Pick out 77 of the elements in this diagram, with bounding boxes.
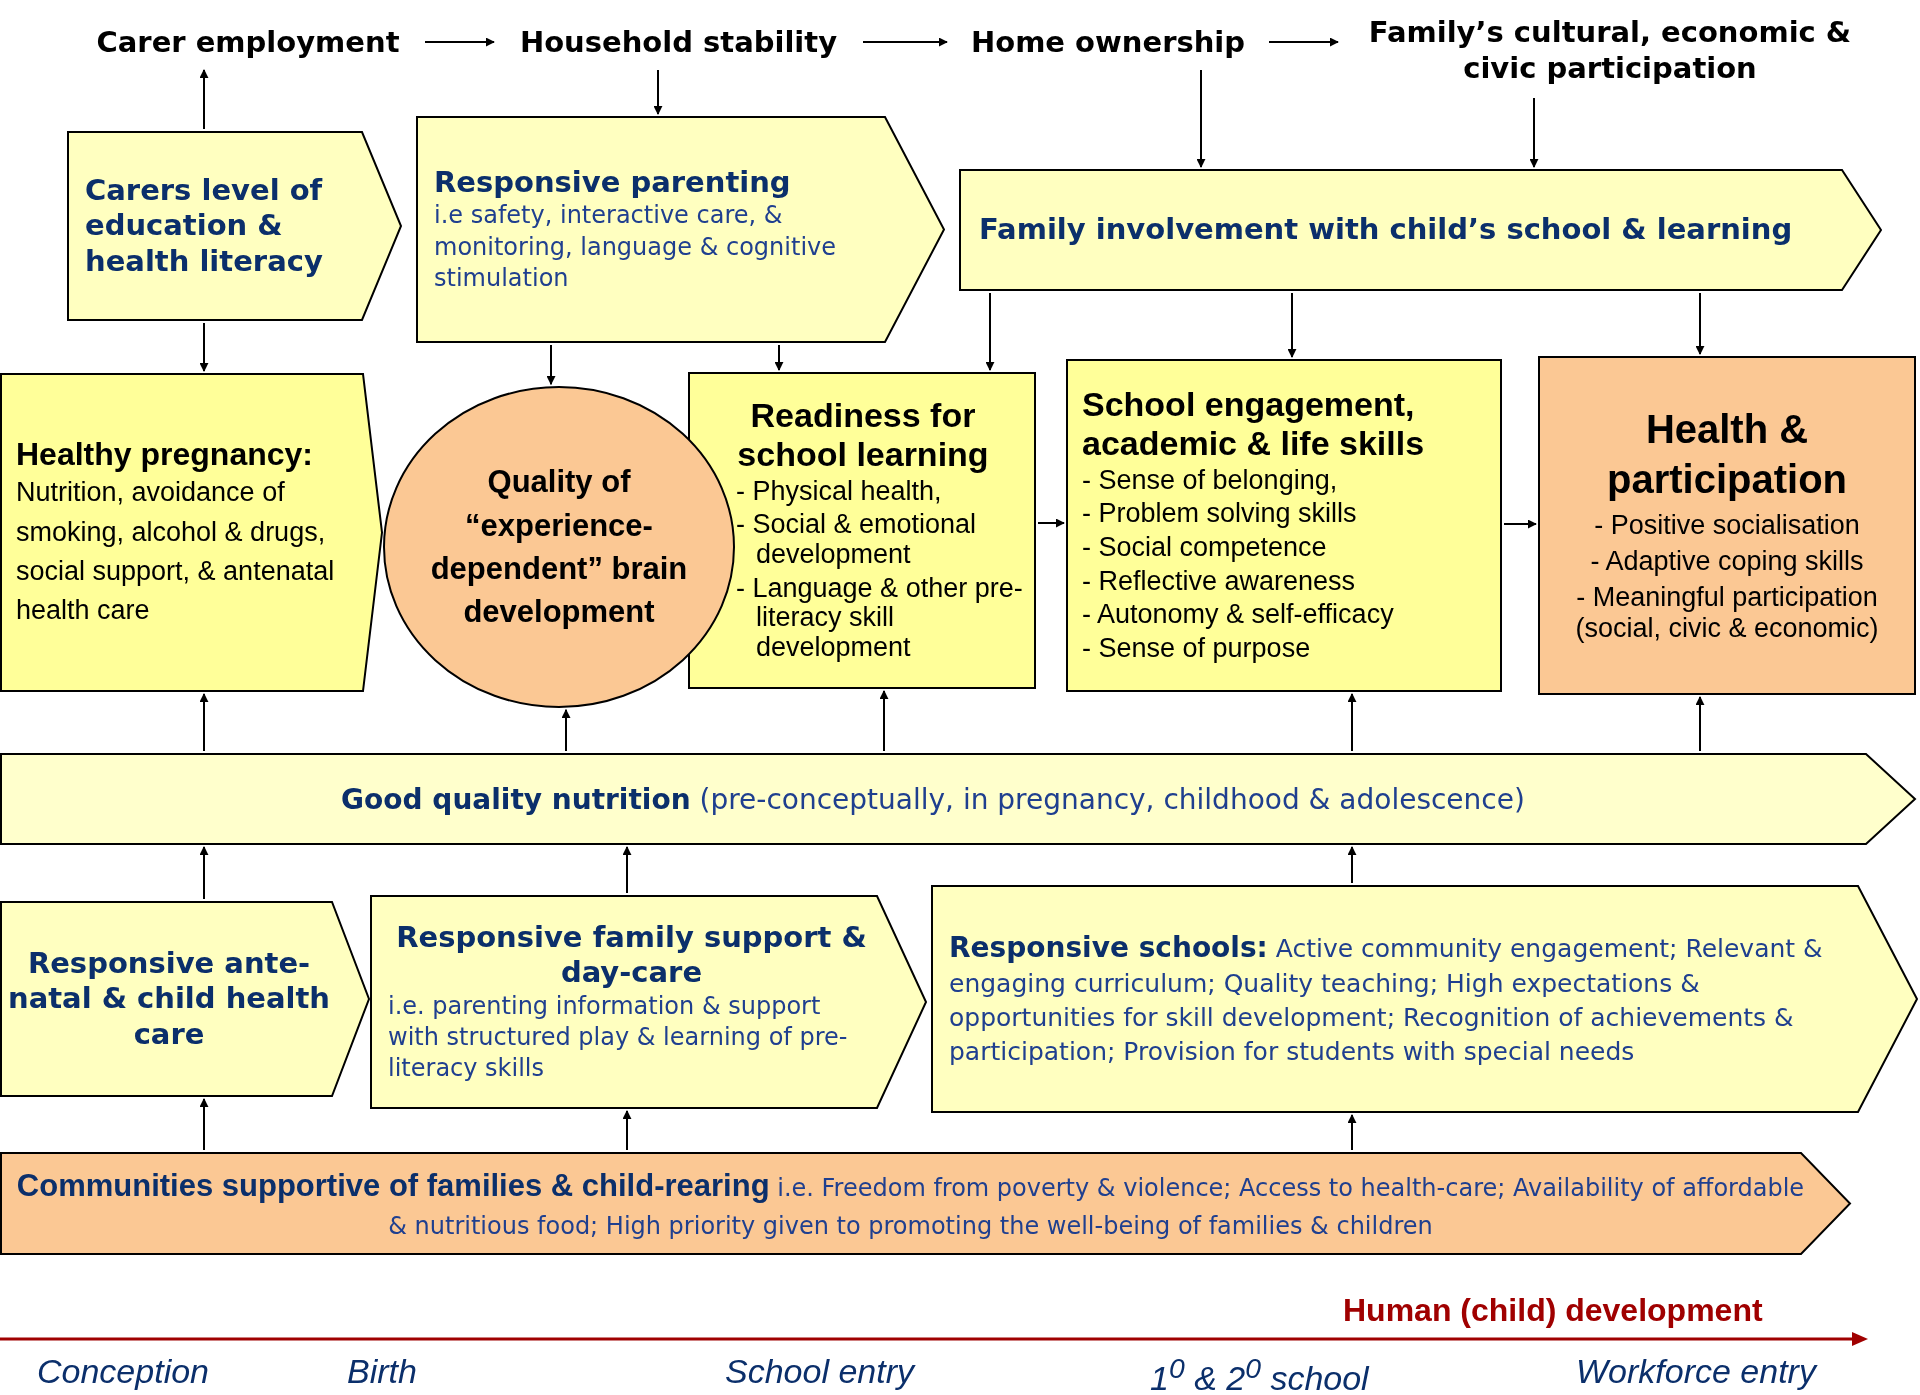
box-heading: Healthy pregnancy: — [16, 435, 314, 474]
arrow — [1695, 292, 1705, 355]
box-text: - Positive socialisation — [1593, 509, 1861, 542]
box-text: - Problem solving skills — [1082, 499, 1358, 529]
timeline-label: Workforce entry — [1576, 1352, 1816, 1391]
timeline-label: Conception — [37, 1352, 209, 1391]
arrow-shaped-box — [931, 885, 1918, 1113]
box-label: Responsive ante-natal & child health care — [8, 945, 330, 1053]
box-heading: Readiness for school learning — [736, 396, 990, 475]
arrow-shaped-box — [416, 116, 945, 343]
box-label: Responsive schools: Active community engagement; Relevant & engaging curriculum; Quality teaching; High expectations & opportunities for skill development; Recognition of achievements & participation; Provision for students with special needs — [949, 929, 1824, 1069]
box-heading: Responsive parenting — [434, 165, 792, 201]
circle-node — [383, 386, 735, 708]
arrow — [561, 708, 571, 752]
arrow — [1347, 1114, 1357, 1151]
arrow-shaped-box — [0, 1152, 1851, 1255]
arrow — [424, 37, 495, 47]
box-label: Communities supportive of families & child-rearing i.e. Freedom from poverty & violence; Access to health-care; Availability of affordable & nutritious food; High priority given to promoting the well-being of families & children — [15, 1166, 1806, 1242]
box-text: - Sense of belonging, — [1082, 465, 1339, 496]
box-text: i.e safety, interactive care, & monitoring, language & cognitive stimulation — [434, 200, 838, 294]
arrow — [199, 1098, 209, 1151]
arrow — [622, 846, 632, 894]
box-label: Quality of “experience-dependent” brain development — [429, 463, 689, 632]
timeline-label: School entry — [725, 1352, 914, 1391]
arrow-shaped-box — [370, 895, 927, 1109]
box-text: - Reflective awareness — [1082, 566, 1357, 597]
arrow-shaped-box — [0, 373, 383, 692]
arrow-shaped-box — [959, 169, 1882, 291]
arrow — [985, 292, 995, 371]
timeline-label: 1$^{0}$ & 2$^{0}$ school — [1150, 1352, 1369, 1395]
outcome-text: Family’s cultural, economic & civic participation — [1340, 4, 1880, 96]
arrow — [199, 322, 209, 372]
box-text: i.e. parenting information & support with structured play & learning of pre-literacy skills — [388, 990, 849, 1084]
arrow — [1347, 846, 1357, 884]
arrow — [1529, 97, 1539, 168]
arrow — [1347, 693, 1357, 752]
arrow — [653, 69, 663, 115]
arrow — [622, 1110, 632, 1151]
arrow — [774, 344, 784, 371]
axis-title: Human (child) development — [1343, 1292, 1763, 1329]
box-label: Carers level of education & health literacy — [85, 172, 324, 280]
box-text: - Meaningful participation (social, civic & economic) — [1574, 581, 1880, 646]
box-heading: Responsive family support & day-care — [395, 919, 868, 991]
box-text: - Adaptive coping skills — [1589, 545, 1865, 578]
timeline-label: Birth — [347, 1352, 417, 1391]
outcome-text: Household stability — [496, 16, 861, 68]
box-heading: School engagement, academic & life skills — [1082, 385, 1426, 464]
box-text: - Autonomy & self-efficacy — [1082, 600, 1395, 630]
arrow — [199, 693, 209, 752]
arrow — [1268, 37, 1339, 47]
process-box — [1066, 359, 1502, 692]
box-text: - Social & emotional development — [736, 510, 978, 570]
box-text: - Sense of purpose — [1082, 633, 1312, 664]
box-text: Nutrition, avoidance of smoking, alcohol & drugs, social support, & antenatal health care — [16, 476, 336, 627]
arrow-shaped-box — [0, 753, 1916, 845]
arrow — [1695, 696, 1705, 752]
arrow — [1196, 69, 1206, 168]
arrow-shaped-box — [0, 901, 370, 1097]
arrow — [862, 37, 948, 47]
box-label: Family involvement with child’s school & learning — [979, 212, 1794, 248]
process-box — [1538, 356, 1916, 695]
arrow-shaped-box — [67, 131, 402, 321]
arrow — [879, 690, 889, 752]
box-heading: Health & participation — [1606, 405, 1848, 503]
box-text: - Physical health, — [736, 476, 943, 507]
arrow — [1503, 519, 1537, 529]
arrow — [546, 344, 556, 386]
arrow — [199, 69, 209, 130]
box-text: - Language & other pre-literacy skill development — [736, 573, 1024, 663]
arrow — [1037, 518, 1065, 528]
box-label: Good quality nutrition (pre-conceptually, in pregnancy, childhood & adolescence) — [340, 782, 1526, 816]
process-box — [688, 372, 1036, 689]
outcome-text: Carer employment — [73, 16, 423, 68]
arrow — [199, 846, 209, 900]
box-text: - Social competence — [1082, 532, 1328, 563]
outcome-text: Home ownership — [949, 16, 1267, 68]
arrow — [1287, 292, 1297, 358]
